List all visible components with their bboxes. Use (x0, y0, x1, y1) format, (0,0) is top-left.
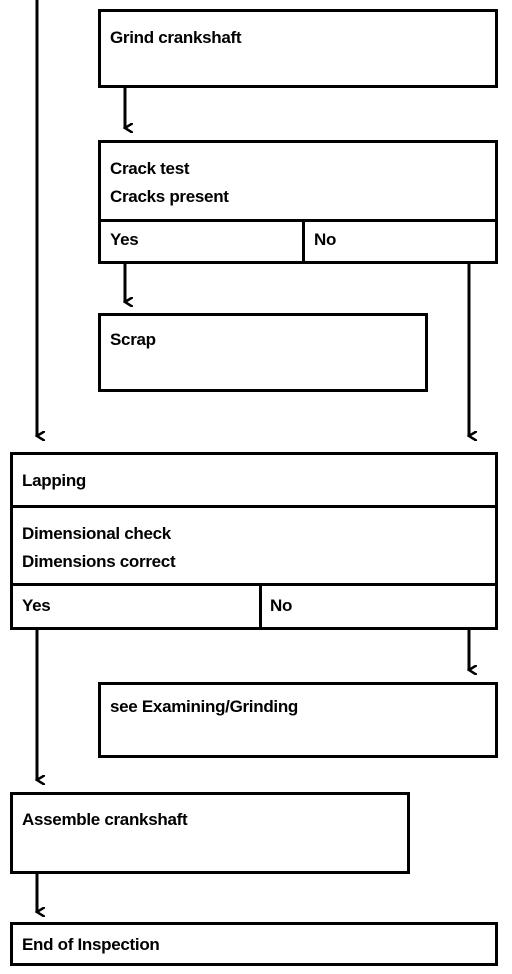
branch-no: No (270, 596, 293, 615)
step-grind-crankshaft: Grind crankshaft (98, 9, 498, 88)
decision-label-line1: Dimensional check (22, 524, 171, 543)
branch-no: No (314, 230, 337, 249)
step-label: Assemble crankshaft (22, 810, 188, 829)
step-label: Grind crankshaft (110, 28, 242, 47)
step-see-examining-grinding: see Examining/Grinding (98, 682, 498, 758)
decision-label-line1: Crack test (110, 159, 190, 178)
step-lapping-and-dimensional-check: Lapping Dimensional check Dimensions cor… (10, 452, 498, 630)
divider (302, 219, 305, 261)
step-label: see Examining/Grinding (110, 697, 298, 716)
step-label-lapping: Lapping (22, 471, 86, 490)
step-assemble-crankshaft: Assemble crankshaft (10, 792, 410, 874)
step-scrap: Scrap (98, 313, 428, 392)
divider (259, 583, 262, 627)
branch-yes: Yes (22, 596, 51, 615)
divider (13, 505, 495, 508)
decision-label-line2: Dimensions correct (22, 552, 176, 571)
branch-yes: Yes (110, 230, 139, 249)
decision-crack-test: Crack test Cracks present Yes No (98, 140, 498, 264)
step-label: End of Inspection (22, 935, 160, 954)
step-end-of-inspection: End of Inspection (10, 922, 498, 966)
decision-label-line2: Cracks present (110, 187, 229, 206)
divider (13, 583, 495, 586)
step-label: Scrap (110, 330, 156, 349)
divider (101, 219, 495, 222)
